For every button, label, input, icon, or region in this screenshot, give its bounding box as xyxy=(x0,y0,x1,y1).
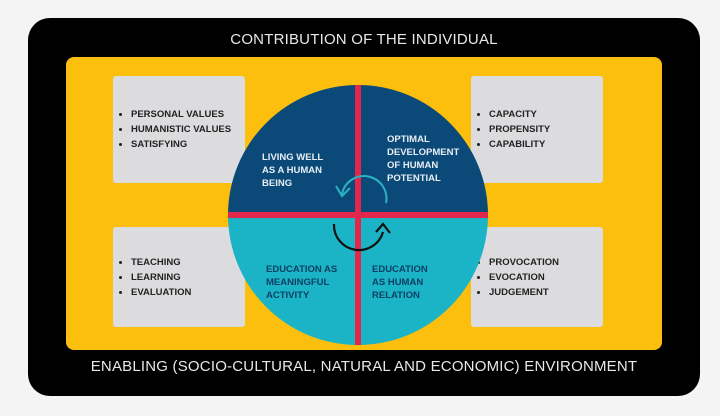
list-item: CAPACITY xyxy=(489,107,603,122)
quadrant-top-right: OPTIMAL DEVELOPMENT OF HUMAN POTENTIAL xyxy=(387,133,487,185)
list-item: EVOCATION xyxy=(489,270,603,285)
quadrant-text: AS HUMAN xyxy=(372,277,424,288)
list-item: SATISFYING xyxy=(131,137,245,152)
list-item: LEARNING xyxy=(131,270,245,285)
quadrant-text: OPTIMAL xyxy=(387,134,430,145)
cycle-arrow-bottom-icon xyxy=(332,222,391,252)
box-bottom-left: TEACHINGLEARNINGEVALUATION xyxy=(113,227,245,327)
quadrant-text: EDUCATION xyxy=(372,264,428,275)
horizontal-divider xyxy=(228,212,488,218)
list-item: PERSONAL VALUES xyxy=(131,107,245,122)
list-item: JUDGEMENT xyxy=(489,285,603,300)
quadrant-text: POTENTIAL xyxy=(387,173,441,184)
list-item: CAPABILITY xyxy=(489,137,603,152)
list-item: PROVOCATION xyxy=(489,255,603,270)
quadrant-text: ACTIVITY xyxy=(266,290,310,301)
quadrant-text: LIVING WELL xyxy=(262,152,324,163)
quadrant-text: DEVELOPMENT xyxy=(387,147,460,158)
quadrant-text: MEANINGFUL xyxy=(266,277,330,288)
list-item: HUMANISTIC VALUES xyxy=(131,122,245,137)
top-title: CONTRIBUTION OF THE INDIVIDUAL xyxy=(230,31,498,48)
quadrant-bottom-left: EDUCATION AS MEANINGFUL ACTIVITY xyxy=(266,263,366,302)
quadrant-top-left: LIVING WELL AS A HUMAN BEING xyxy=(262,151,362,190)
quadrant-bottom-right: EDUCATION AS HUMAN RELATION xyxy=(372,263,472,302)
box-top-left: PERSONAL VALUESHUMANISTIC VALUESSATISFYI… xyxy=(113,76,245,183)
quadrant-text: BEING xyxy=(262,178,293,189)
quadrant-text: RELATION xyxy=(372,290,420,301)
box-top-right: CAPACITYPROPENSITYCAPABILITY xyxy=(471,76,603,183)
box-bottom-right: PROVOCATIONEVOCATIONJUDGEMENT xyxy=(471,227,603,327)
quadrant-text: EDUCATION AS xyxy=(266,264,338,275)
list-item: EVALUATION xyxy=(131,285,245,300)
list-item: TEACHING xyxy=(131,255,245,270)
bottom-title: ENABLING (SOCIO-CULTURAL, NATURAL AND EC… xyxy=(90,358,638,375)
list-item: PROPENSITY xyxy=(489,122,603,137)
cycle-arrow-top-icon xyxy=(335,175,388,204)
quadrant-text: AS A HUMAN xyxy=(262,165,322,176)
quadrant-text: OF HUMAN xyxy=(387,160,439,171)
